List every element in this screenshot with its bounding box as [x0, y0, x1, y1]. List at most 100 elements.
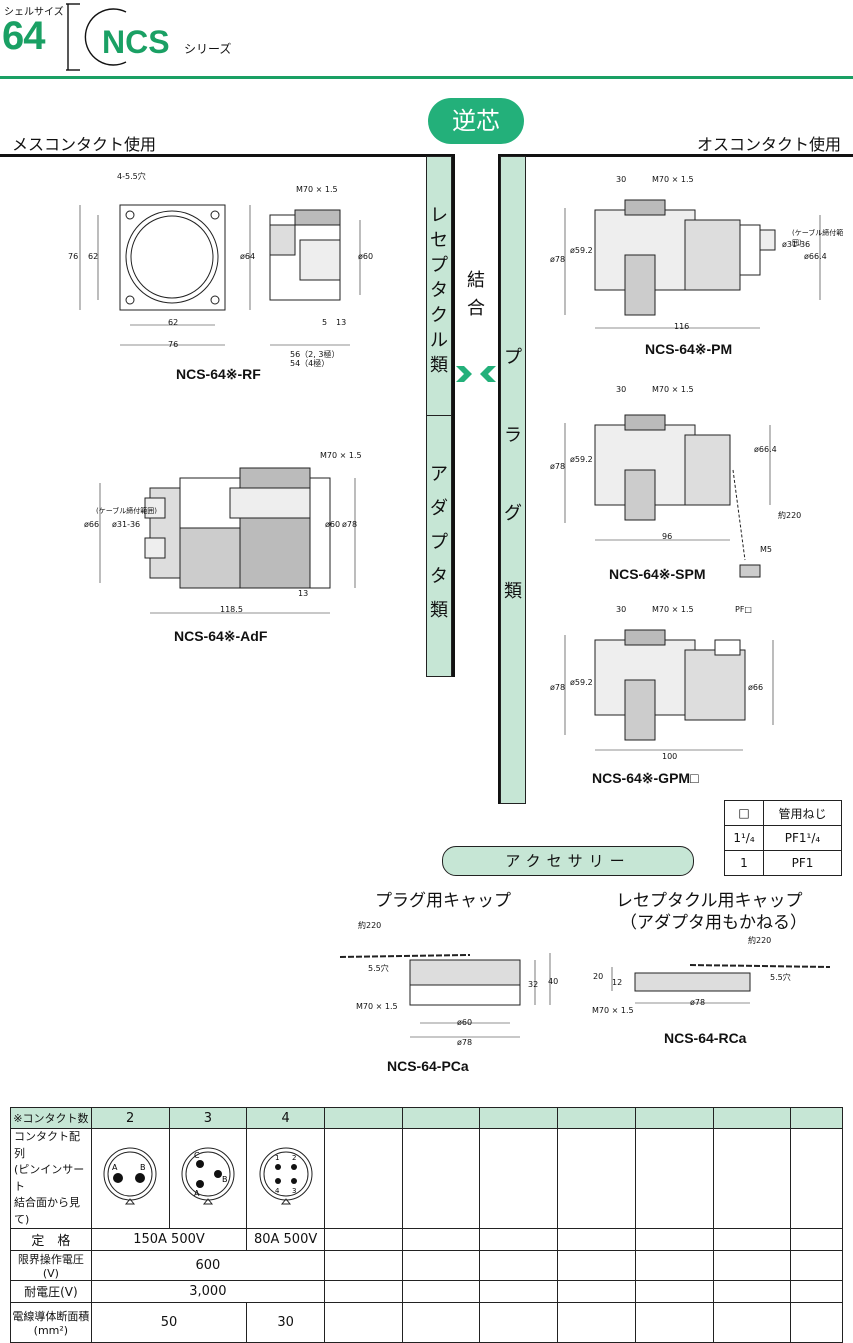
rf-dim: 13: [336, 318, 347, 327]
mating-char: 合: [467, 298, 485, 319]
rf-dim: 62: [168, 318, 179, 327]
right-bar-wall: [498, 154, 501, 804]
adf-dim: 13: [298, 589, 309, 598]
spm-dim: M70 × 1.5: [652, 385, 694, 394]
spm-dim: 約220: [778, 511, 802, 520]
spec-table: ※コンタクト数 2 3 4 コンタクト配列 (ピンインサート 結合面から見て) …: [10, 1107, 843, 1343]
recept-cap-title-1: レセプタクル用キャップ: [616, 891, 803, 911]
spm-caption: NCS-64※-SPM: [609, 566, 706, 582]
spec-col: [401, 1107, 481, 1129]
pm-dim: ø78: [550, 255, 566, 264]
pin-label: 1: [275, 1154, 279, 1162]
mating-label: 結 合: [464, 272, 488, 328]
spec-col: 4: [246, 1107, 325, 1129]
plug-cap-dim: 40: [548, 977, 559, 986]
rf-dim: 62: [88, 252, 99, 261]
series-name: NCS: [102, 24, 170, 60]
pm-dim: M70 × 1.5: [652, 175, 694, 184]
plug-cap-drawing: [339, 953, 551, 1038]
gpm-caption: NCS-64※-GPM□: [592, 770, 699, 786]
bar-char: ダ: [430, 498, 448, 519]
conductor-label-cell: 電線導体断面積 (mm²): [10, 1302, 92, 1343]
bar-char: プ: [504, 347, 522, 368]
left-bar-wall: [452, 154, 455, 677]
adf-drawing: [99, 467, 356, 614]
recept-cap-drawing: [611, 964, 831, 1004]
pin-label: 3: [292, 1187, 296, 1195]
shell-size-label: シェルサイズ: [4, 7, 64, 18]
adf-dim: ø66: [84, 520, 100, 529]
spm-dim: 30: [616, 385, 627, 394]
rf-caption: NCS-64※-RF: [176, 366, 261, 382]
header-divider: [0, 76, 853, 79]
bar-char: グ: [504, 503, 522, 524]
recept-cap-dim: 20: [593, 972, 604, 981]
bar-char: 類: [430, 355, 448, 376]
pipe-thread-header: 管用ねじ: [763, 800, 842, 826]
rf-dim: ø64: [240, 252, 256, 261]
pm-dim: ø66.4: [804, 252, 827, 261]
gpm-dim: 30: [616, 605, 627, 614]
plug-cap-title: プラグ用キャップ: [375, 891, 511, 911]
spm-drawing: [564, 414, 771, 578]
header-bracket-icon: [66, 3, 127, 71]
contact-layout-2-icon: A B: [103, 1147, 157, 1204]
bar-char: セ: [430, 230, 448, 251]
bar-char: プ: [430, 532, 448, 553]
withstand-label: 耐電圧(V): [10, 1280, 92, 1303]
pin-label: A: [194, 1189, 200, 1198]
adf-dim: ø78: [342, 520, 358, 529]
contact-layout-label: コンタクト配列 (ピンインサート 結合面から見て): [10, 1128, 92, 1229]
bar-char: タ: [430, 566, 448, 587]
right-rule: [498, 154, 853, 157]
bar-char: 類: [430, 600, 448, 621]
receptacle-bar: レ セ プ タ ク ル 類: [426, 156, 452, 416]
rating-value: 80A 500V: [246, 1228, 325, 1251]
gpm-dim: 100: [662, 752, 678, 761]
plug-cap-dim: ø78: [457, 1038, 473, 1047]
series-suffix: シリーズ: [184, 42, 232, 56]
plug-cap-dim: ø60: [457, 1018, 473, 1027]
spec-col: 3: [168, 1107, 248, 1129]
spec-col: [634, 1107, 714, 1129]
adf-dim: (ケーブル締付範囲): [96, 507, 158, 515]
spec-col: [790, 1107, 843, 1129]
rf-dim: 4-5.5穴: [117, 172, 146, 181]
left-rule: [0, 154, 455, 157]
adf-caption: NCS-64※-AdF: [174, 628, 268, 644]
reverse-pin-badge: 逆芯: [428, 98, 524, 144]
rf-dim: 76: [68, 252, 79, 261]
pipe-thread-table: □ 管用ねじ 1¹/₄ PF1¹/₄ 1 PF1: [724, 800, 842, 876]
conductor-unit: (mm²): [33, 1324, 69, 1337]
spec-col: [479, 1107, 559, 1129]
recept-cap-caption: NCS-64-RCa: [664, 1030, 747, 1046]
withstand-value: 3,000: [90, 1280, 325, 1303]
rf-dim: 5: [322, 318, 328, 327]
bar-char: ク: [430, 305, 448, 326]
plug-bar: プ ラ グ 類: [500, 156, 526, 804]
contact-layout-4-icon: 1 2 3 4: [259, 1147, 313, 1204]
contact-layout-3-icon: C B A: [181, 1147, 235, 1204]
bar-char: ラ: [504, 425, 522, 446]
rf-drawing: [79, 204, 361, 346]
pipe-thread-cell: 1: [724, 850, 764, 876]
recept-cap-dim: 12: [612, 978, 623, 987]
spm-dim: 96: [662, 532, 673, 541]
adf-dim: M70 × 1.5: [320, 451, 362, 460]
pipe-thread-cell: PF1¹/₄: [763, 825, 842, 851]
rating-value: 150A 500V: [90, 1228, 248, 1251]
recept-cap-dim: ø78: [690, 998, 706, 1007]
spm-dim: ø59.2: [570, 455, 593, 464]
pipe-thread-cell: PF1: [763, 850, 842, 876]
bar-char: 類: [504, 581, 522, 602]
female-contact-heading: メスコンタクト使用: [12, 135, 157, 154]
adf-dim: 118.5: [220, 605, 243, 614]
voltage-label: 限界操作電圧(V): [10, 1250, 92, 1281]
bar-char: レ: [430, 205, 448, 226]
pm-dim: ø59.2: [570, 246, 593, 255]
rf-dim: M70 × 1.5: [296, 185, 338, 194]
bar-char: プ: [430, 255, 448, 276]
pin-label: C: [194, 1151, 200, 1160]
spec-col: [557, 1107, 636, 1129]
plug-cap-dim: 5.5穴: [368, 964, 389, 973]
